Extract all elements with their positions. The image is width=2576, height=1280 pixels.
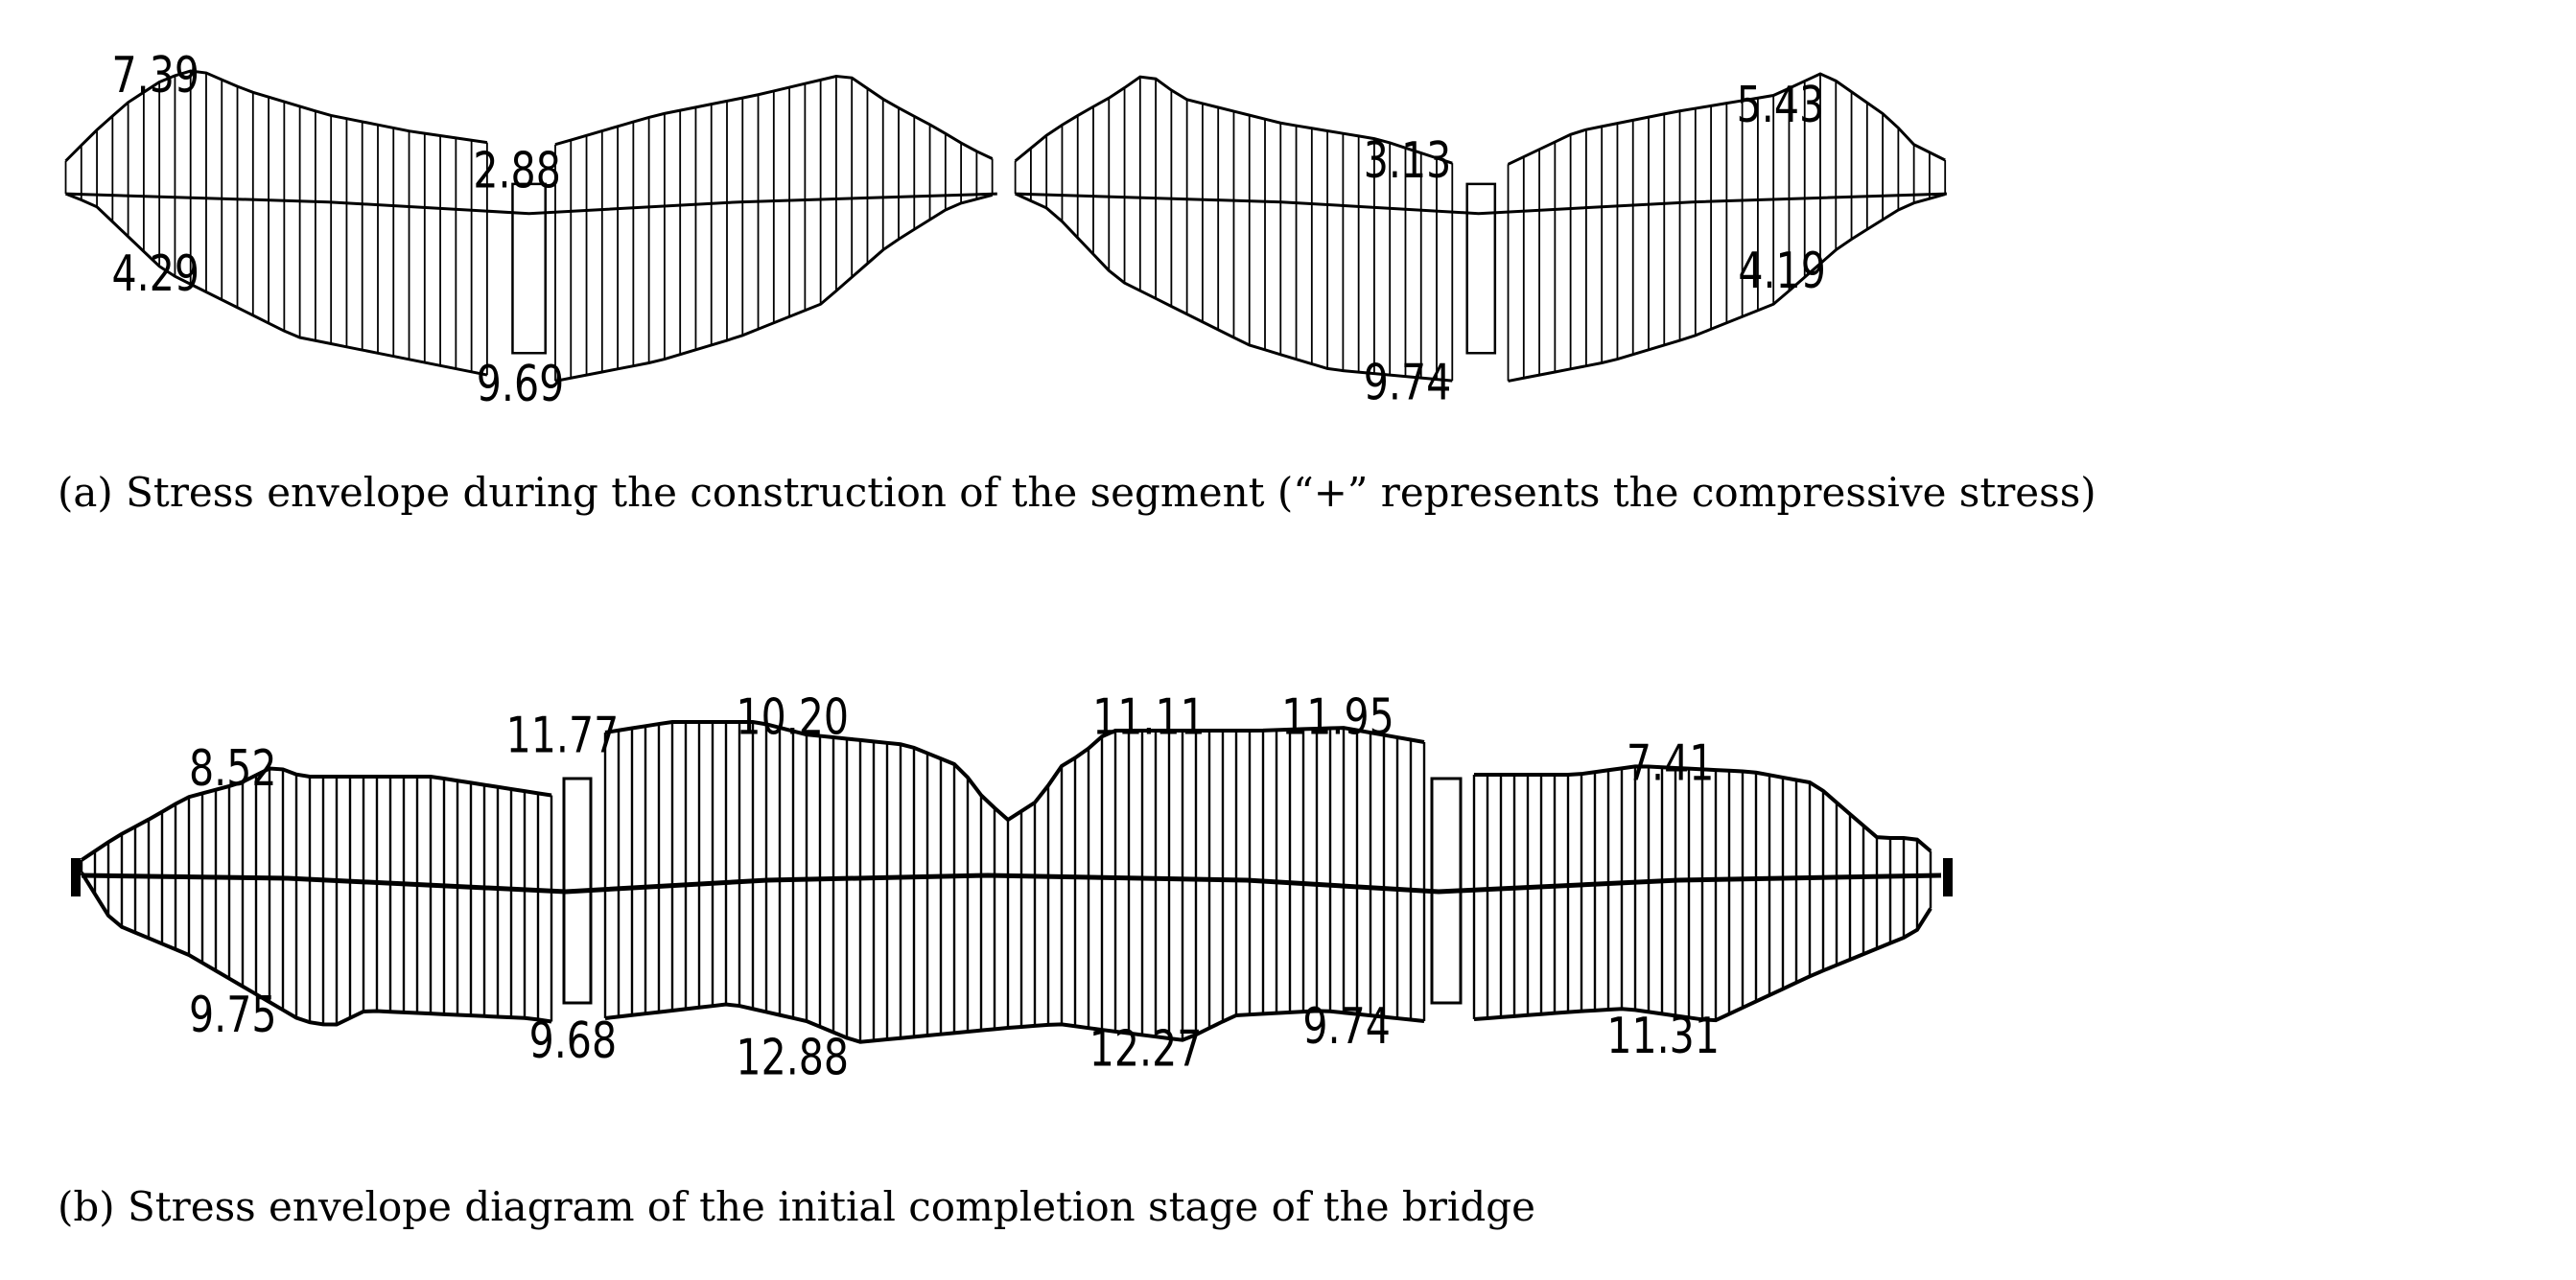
label-b-bottom-4: 12.27	[1089, 1020, 1203, 1078]
upper-envelope	[1016, 77, 1453, 163]
upper-envelope	[1474, 766, 1931, 850]
caption-a: (a) Stress envelope during the construct…	[58, 469, 2096, 516]
label-b-top-1: 8.52	[189, 739, 277, 797]
left-support-icon	[71, 858, 81, 896]
label-bottom-center-left: 9.69	[477, 355, 565, 412]
label-b-top-4: 11.11	[1092, 688, 1206, 746]
upper-envelope	[66, 71, 487, 161]
label-top-right: 5.43	[1737, 76, 1825, 133]
figure-a-labels: 7.39 2.88 4.29 9.69 3.13 9.74 5.43 4.19	[111, 46, 1825, 412]
label-bottom-right: 4.19	[1738, 242, 1826, 299]
girder-axis	[66, 194, 997, 214]
lower-envelope	[82, 873, 551, 1025]
label-b-top-2: 11.77	[506, 707, 620, 764]
label-b-bottom-6: 11.31	[1606, 1008, 1720, 1065]
figure-a-diagrams	[66, 71, 1947, 381]
label-bottom-center-right: 9.74	[1364, 354, 1452, 411]
lower-envelope	[1016, 194, 1453, 381]
lower-envelope	[1509, 195, 1946, 382]
girder-axis	[82, 875, 1941, 892]
lower-envelope	[66, 194, 487, 375]
label-b-bottom-3: 12.88	[736, 1029, 849, 1086]
label-b-top-5: 11.95	[1281, 688, 1394, 746]
upper-envelope	[82, 769, 551, 861]
label-bottom-left: 4.29	[111, 245, 199, 303]
closure-segment-box	[1467, 184, 1495, 353]
lower-envelope	[555, 195, 993, 381]
right-support-icon	[1943, 858, 1953, 896]
upper-envelope	[605, 722, 1424, 820]
label-b-top-3: 10.20	[736, 688, 849, 746]
girder-axis	[1016, 194, 1947, 214]
label-b-bottom-1: 9.75	[189, 986, 277, 1043]
label-max-top-left: 7.39	[111, 46, 199, 104]
figure-b-labels: 8.52 11.77 10.20 11.11 11.95 7.41 9.75 9…	[189, 688, 1720, 1085]
label-b-bottom-5: 9.74	[1302, 997, 1391, 1055]
label-b-bottom-2: 9.68	[529, 1012, 618, 1070]
closure-segment-box	[512, 184, 545, 353]
label-b-top-6: 7.41	[1627, 734, 1715, 792]
caption-b: (b) Stress envelope diagram of the initi…	[58, 1183, 1535, 1230]
upper-envelope	[555, 77, 993, 159]
upper-envelope	[1509, 74, 1946, 164]
lower-envelope	[605, 1005, 1424, 1042]
lower-envelope	[1474, 909, 1931, 1021]
label-top-center-right: 3.13	[1364, 132, 1452, 190]
label-top-center-left: 2.88	[473, 142, 561, 199]
figure-b-diagram	[71, 722, 1953, 1042]
